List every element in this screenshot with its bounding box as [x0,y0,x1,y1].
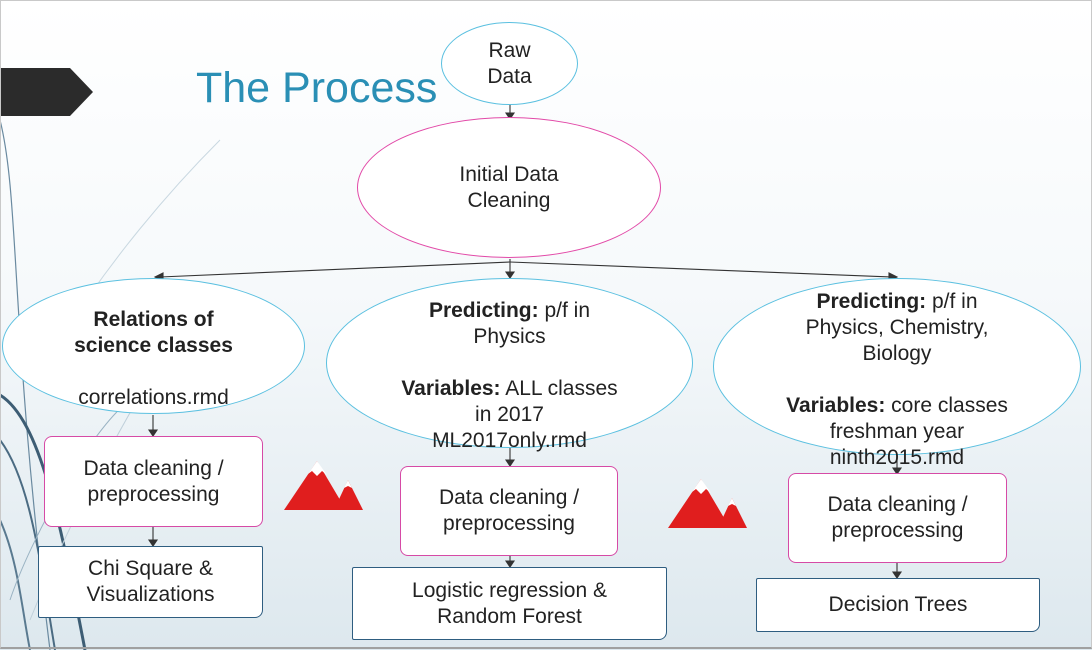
left-data-cleaning-box: Data cleaning / preprocessing [44,436,263,527]
predicting-text: p/f in Physics [473,299,591,348]
relations-file: correlations.rmd [78,386,229,409]
initial-data-cleaning-label: Initial Data Cleaning [459,162,559,212]
decision-trees-label: Decision Trees [828,593,968,616]
right-data-cleaning-box: Data cleaning / preprocessing [788,473,1007,563]
variables-label: Variables: [401,377,501,400]
logistic-regression-label: Logistic regression & Random Forest [412,578,607,628]
multi-subject-prediction-node: Predicting: p/f in Physics, Chemistry, B… [713,278,1081,469]
variables-label: Variables: [786,393,886,417]
mid-data-cleaning-box: Data cleaning / preprocessing [400,466,618,556]
right-data-cleaning-label: Data cleaning / preprocessing [827,493,968,542]
variables-text: ALL classes in 2017 ML2017only.rmd [432,377,618,452]
predicting-text: p/f in Physics, Chemistry, Biology [805,289,989,365]
raw-data-label: Raw Data [487,38,532,88]
variables-text: core classes freshman year ninth2015.rmd [829,393,1008,469]
physics-prediction-node: Predicting: p/f in Physics Variables: AL… [326,278,693,452]
predicting-label: Predicting: [428,299,539,322]
decision-trees-box: Decision Trees [756,578,1040,632]
chi-square-label: Chi Square & Visualizations [86,557,215,606]
slide-title: The Process [196,64,438,112]
mid-data-cleaning-label: Data cleaning / preprocessing [438,486,580,535]
mountain-icon [668,479,747,528]
logistic-regression-box: Logistic regression & Random Forest [352,567,667,640]
chi-square-box: Chi Square & Visualizations [38,546,263,618]
relations-node: Relations of science classes correlation… [2,278,305,414]
left-data-cleaning-label: Data cleaning / preprocessing [83,456,224,506]
mountain-icon [284,461,363,510]
predicting-label: Predicting: [816,289,927,313]
slide-tab-arrow [0,68,93,116]
relations-title: Relations of science classes [74,308,233,357]
raw-data-node: Raw Data [441,22,578,105]
initial-data-cleaning-node: Initial Data Cleaning [357,117,661,258]
